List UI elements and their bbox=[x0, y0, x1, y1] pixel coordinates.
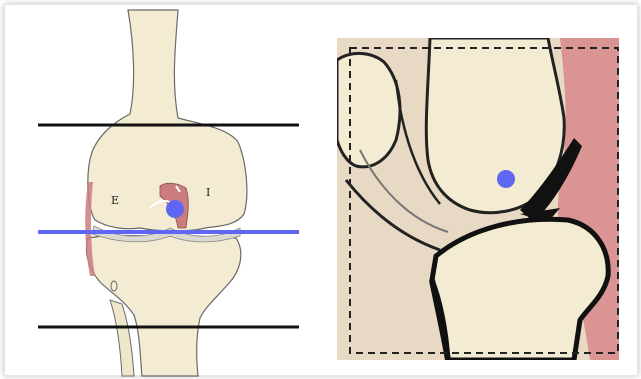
patella bbox=[337, 53, 400, 166]
tibia-bone bbox=[87, 236, 241, 377]
fibula bbox=[110, 300, 134, 376]
sagittal-knee-view bbox=[337, 38, 619, 360]
condyle-label-e: E bbox=[111, 194, 119, 207]
frontal-knee-view: E I bbox=[38, 10, 299, 376]
blue-marker-left bbox=[166, 200, 184, 218]
blue-marker-right bbox=[497, 170, 515, 188]
condyle-label-i: I bbox=[206, 186, 210, 199]
